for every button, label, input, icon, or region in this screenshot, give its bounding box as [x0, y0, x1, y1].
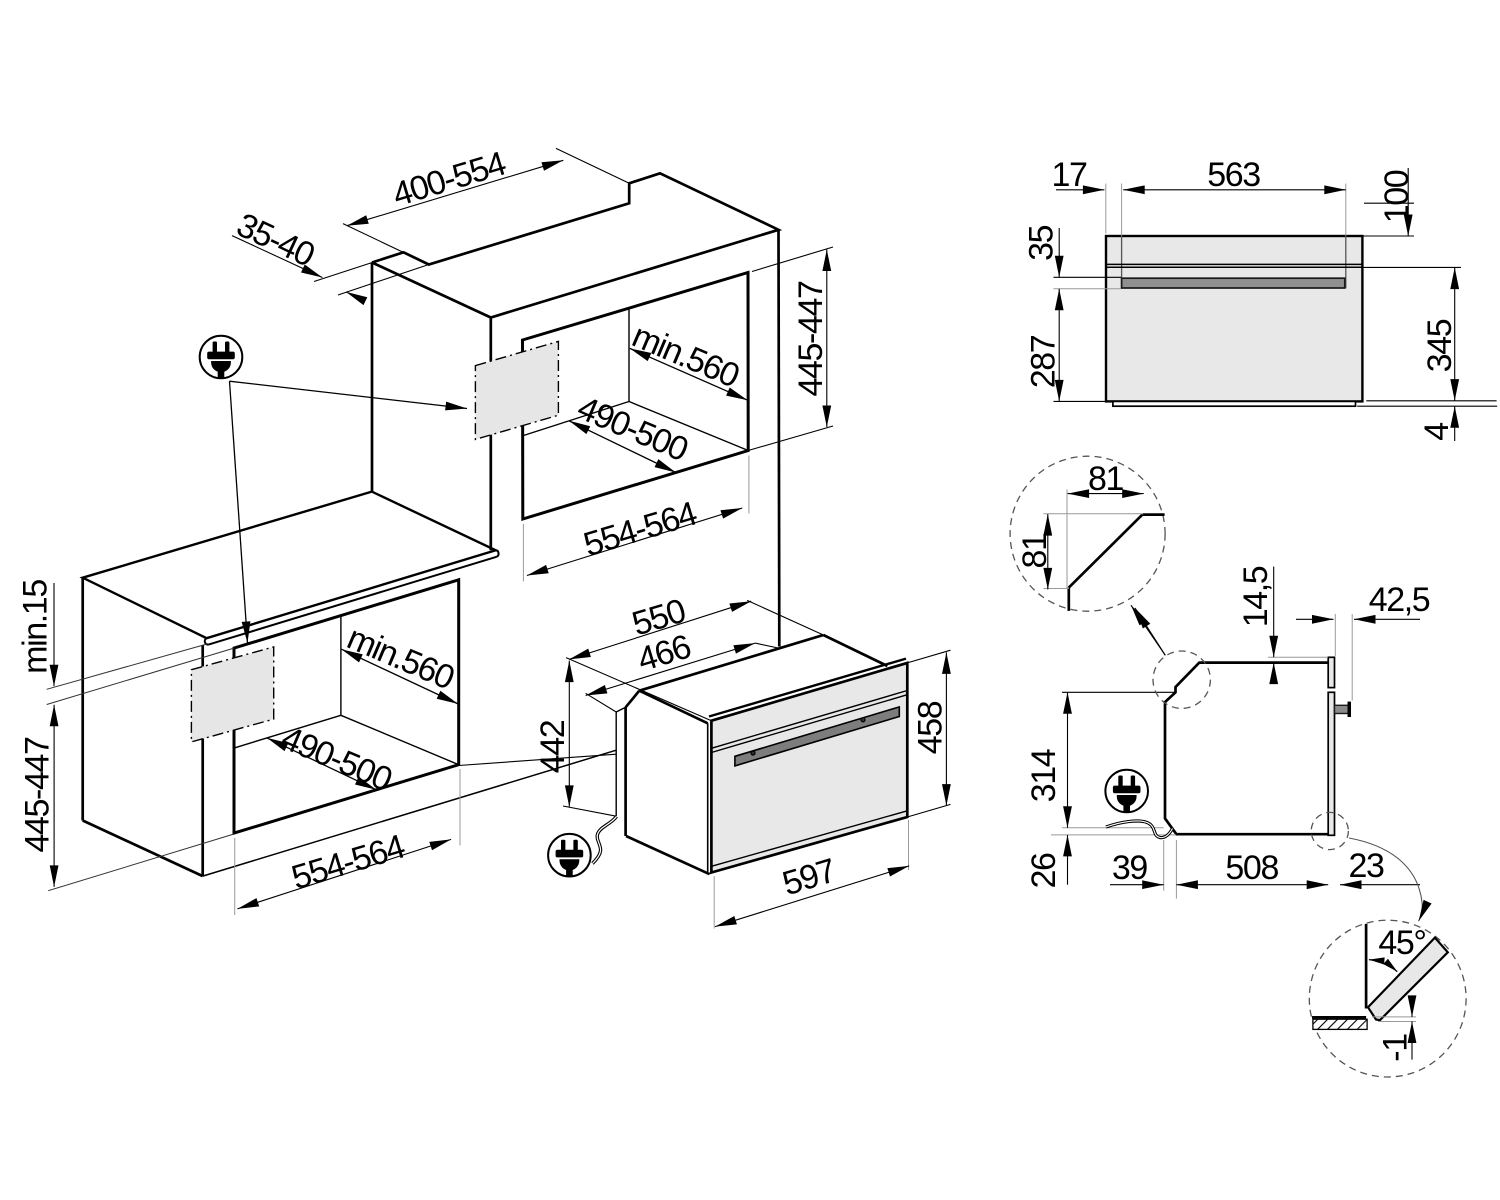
svg-text:345: 345: [1421, 319, 1459, 372]
svg-text:445-447: 445-447: [792, 281, 830, 396]
svg-text:563: 563: [1207, 156, 1260, 194]
svg-text:4: 4: [1418, 423, 1456, 441]
svg-text:458: 458: [912, 701, 950, 754]
svg-text:14,5: 14,5: [1237, 566, 1275, 627]
svg-text:45°: 45°: [1378, 924, 1425, 962]
svg-text:35: 35: [1023, 225, 1061, 261]
svg-text:445-447: 445-447: [19, 737, 57, 852]
svg-text:81: 81: [1016, 533, 1054, 569]
svg-text:442: 442: [534, 720, 572, 773]
svg-text:42,5: 42,5: [1369, 581, 1430, 619]
svg-text:min.15: min.15: [17, 580, 55, 674]
svg-text:508: 508: [1225, 849, 1278, 887]
svg-text:23: 23: [1348, 847, 1384, 885]
svg-text:100: 100: [1378, 170, 1416, 223]
svg-text:39: 39: [1112, 849, 1148, 887]
svg-text:81: 81: [1088, 460, 1124, 498]
svg-text:-1: -1: [1377, 1034, 1415, 1062]
svg-text:287: 287: [1025, 335, 1063, 388]
svg-text:17: 17: [1051, 156, 1087, 194]
svg-text:26: 26: [1025, 853, 1063, 889]
svg-text:314: 314: [1025, 749, 1063, 802]
